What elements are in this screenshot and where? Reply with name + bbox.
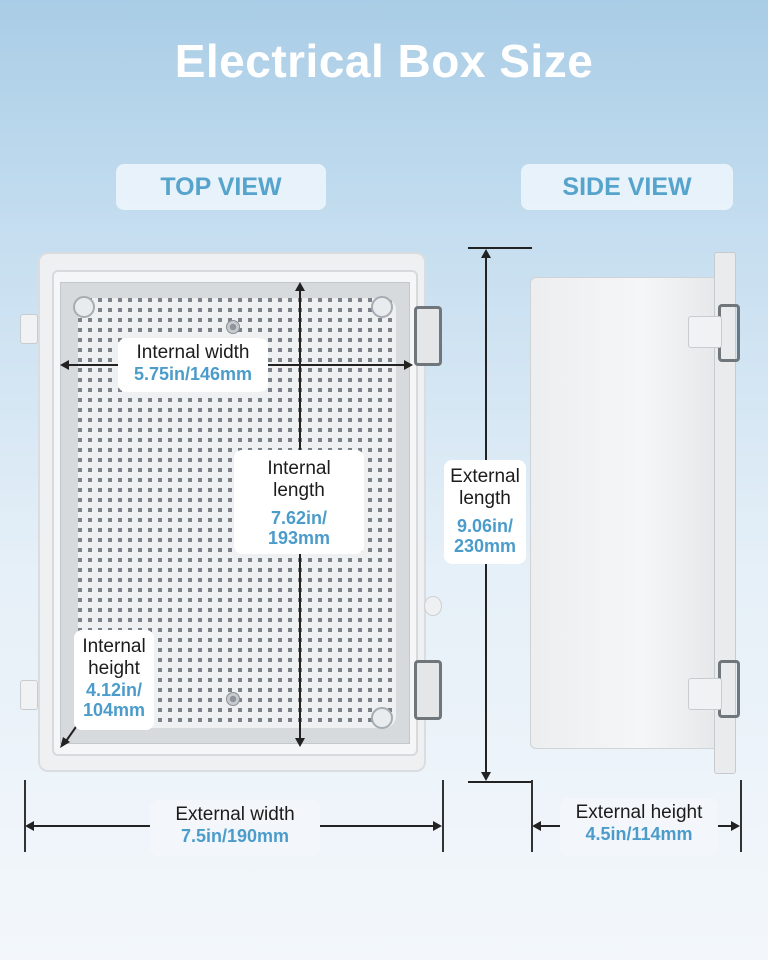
arrow-left-icon [532, 821, 541, 831]
mounting-hole-icon [371, 707, 393, 729]
internal-width-card: Internal width 5.75in/146mm [118, 338, 268, 392]
latch-icon [414, 660, 442, 720]
arrow-down-icon [481, 772, 491, 781]
external-length-label-2: length [459, 487, 511, 509]
external-length-value-2: 230mm [453, 536, 517, 557]
external-height-card: External height 4.5in/114mm [560, 798, 718, 856]
external-length-card: External length 9.06in/ 230mm [444, 460, 526, 564]
internal-height-value-2: 104mm [82, 700, 146, 721]
external-width-tick-right [442, 780, 444, 852]
arrow-up-icon [481, 249, 491, 258]
internal-height-value-1: 4.12in/ [85, 679, 143, 700]
box-side-body [530, 277, 720, 749]
internal-length-value-2: 193mm [267, 528, 331, 549]
external-length-value-1: 9.06in/ [456, 515, 514, 536]
internal-height-label-1: Internal [82, 636, 146, 657]
arrow-right-icon [404, 360, 413, 370]
external-height-tick-left [531, 780, 533, 852]
external-height-value: 4.5in/114mm [585, 823, 693, 844]
external-length-label-1: External [450, 466, 520, 487]
internal-width-label: Internal width [136, 342, 250, 363]
arrow-right-icon [433, 821, 442, 831]
hinge-icon [20, 680, 38, 710]
external-length-tick-bottom [468, 781, 532, 783]
arrow-right-icon [731, 821, 740, 831]
page-title: Electrical Box Size [174, 35, 594, 87]
internal-length-value-1: 7.62in/ [270, 507, 328, 528]
internal-length-label-1: Internal [267, 458, 331, 479]
mounting-tab-icon [424, 596, 442, 616]
hinge-icon [20, 314, 38, 344]
clip-icon [688, 678, 722, 710]
external-width-label: External width [175, 804, 295, 825]
box-side-lid [714, 252, 736, 774]
external-width-value: 7.5in/190mm [180, 825, 290, 846]
internal-height-card: Internal height 4.12in/ 104mm [74, 630, 154, 730]
mounting-hole-icon [371, 296, 393, 318]
external-height-tick-right [740, 780, 742, 852]
external-length-tick-top [468, 247, 532, 249]
internal-length-label-2: length [273, 479, 325, 501]
side-view-label: SIDE VIEW [521, 164, 733, 210]
external-width-tick-left [24, 780, 26, 852]
screw-icon [226, 692, 240, 706]
clip-icon [688, 316, 722, 348]
latch-icon [414, 306, 442, 366]
top-view-label: TOP VIEW [116, 164, 326, 210]
internal-height-label-2: height [88, 657, 140, 679]
external-height-label: External height [575, 802, 703, 823]
internal-width-value: 5.75in/146mm [133, 363, 253, 384]
arrow-down-icon [295, 738, 305, 747]
arrow-up-icon [295, 282, 305, 291]
arrow-left-icon [25, 821, 34, 831]
external-width-card: External width 7.5in/190mm [150, 800, 320, 856]
internal-length-card: Internal length 7.62in/ 193mm [234, 450, 364, 554]
mounting-hole-icon [73, 296, 95, 318]
screw-icon [226, 320, 240, 334]
arrow-left-icon [60, 360, 69, 370]
